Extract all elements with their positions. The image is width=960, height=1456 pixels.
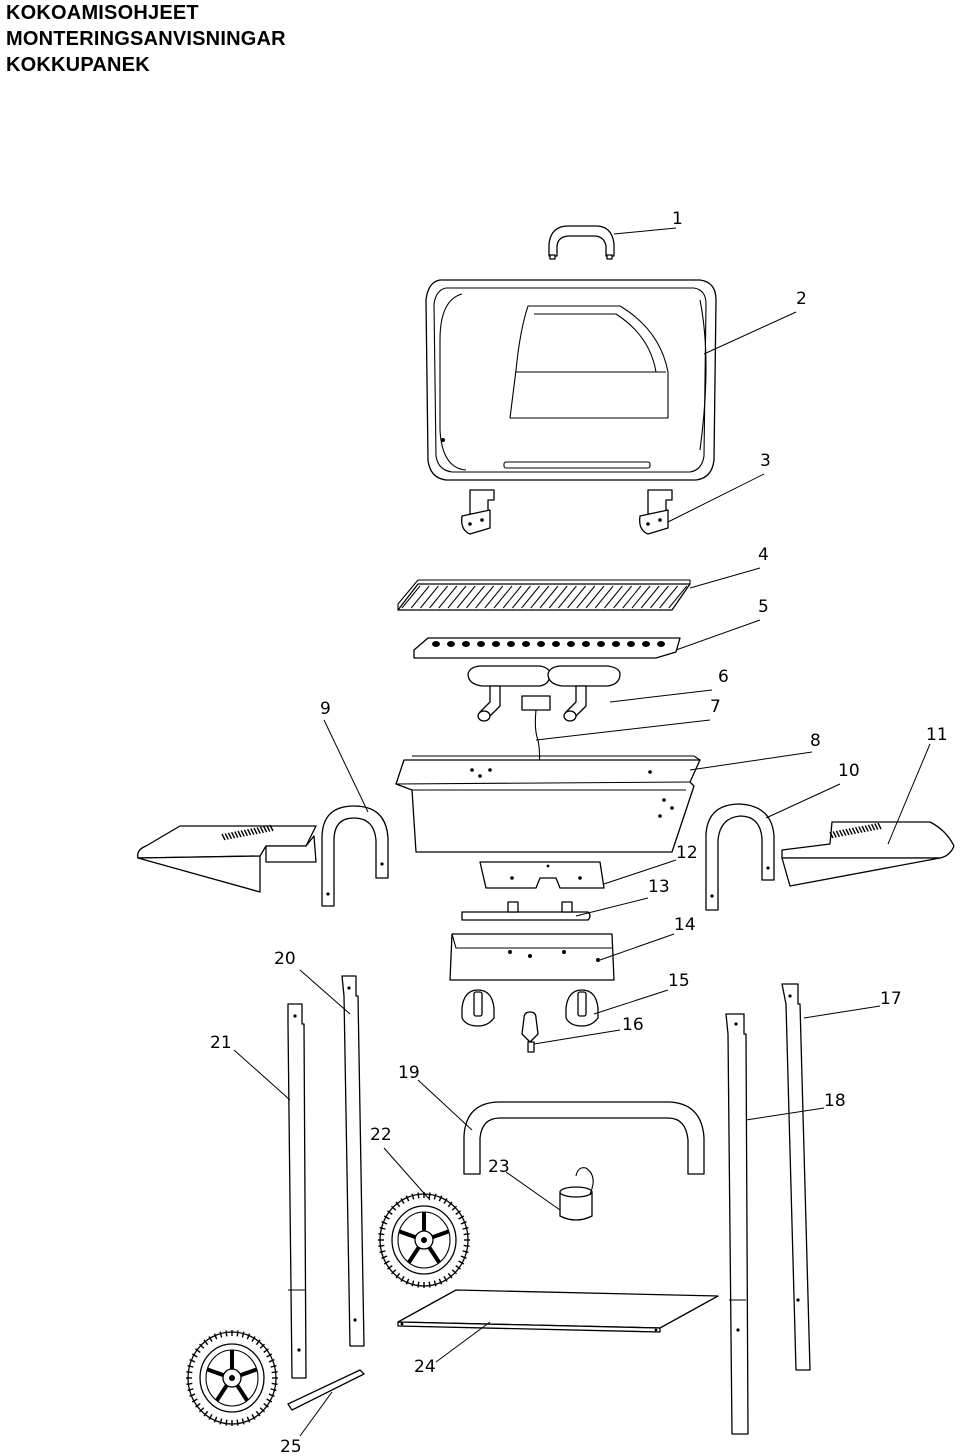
part-10-right-handle <box>705 803 775 911</box>
part-21-left-front-leg <box>287 1003 307 1379</box>
part-24-bottom-shelf <box>397 1289 719 1333</box>
part-5-heat-plate <box>413 637 681 659</box>
assembly-title-block: KOKOAMISOHJEET MONTERINGSANVISNINGAR KOK… <box>6 0 286 78</box>
label-part-23: 23 <box>488 1157 510 1177</box>
part-2-lid <box>425 279 717 481</box>
label-part-20: 20 <box>274 949 296 969</box>
title-swedish: MONTERINGSANVISNINGAR <box>6 28 286 50</box>
label-part-6: 6 <box>718 667 729 687</box>
label-part-22: 22 <box>370 1125 392 1145</box>
title-estonian: KOKKUPANEK <box>6 54 150 76</box>
label-part-8: 8 <box>810 731 821 751</box>
part-9-left-handle <box>321 805 389 907</box>
label-part-13: 13 <box>648 877 670 897</box>
label-part-1: 1 <box>672 209 683 229</box>
label-part-15: 15 <box>668 971 690 991</box>
part-13-gas-manifold <box>461 901 591 921</box>
part-number-labels: 1 2 3 4 5 6 7 8 9 10 11 12 13 14 15 16 1… <box>210 209 948 1456</box>
part-3-hinges <box>461 489 673 535</box>
part-19-crossbar <box>463 1101 705 1175</box>
label-part-12: 12 <box>676 843 698 863</box>
part-16-igniter-button <box>521 1011 539 1053</box>
part-6-burners <box>467 665 621 722</box>
label-part-25: 25 <box>280 1437 302 1456</box>
part-4-cooking-grate <box>397 579 691 611</box>
label-part-21: 21 <box>210 1033 232 1053</box>
label-part-24: 24 <box>414 1357 436 1377</box>
wheel-second <box>186 1330 278 1426</box>
label-part-9: 9 <box>320 699 331 719</box>
part-22-wheel <box>378 1192 470 1288</box>
label-part-19: 19 <box>398 1063 420 1083</box>
part-14-control-panel <box>449 933 615 981</box>
part-12-heat-shield <box>479 861 605 889</box>
label-part-3: 3 <box>760 451 771 471</box>
label-part-7: 7 <box>710 697 721 717</box>
title-finnish: KOKOAMISOHJEET <box>6 2 199 24</box>
part-1-lid-handle <box>548 225 615 260</box>
left-side-shelf <box>137 824 317 893</box>
label-part-11: 11 <box>926 725 948 745</box>
label-part-5: 5 <box>758 597 769 617</box>
label-part-14: 14 <box>674 915 696 935</box>
label-part-2: 2 <box>796 289 807 309</box>
label-part-4: 4 <box>758 545 769 565</box>
label-part-18: 18 <box>824 1091 846 1111</box>
part-20-left-rear-leg <box>341 975 365 1347</box>
part-11-right-shelf <box>781 821 955 887</box>
part-17-right-rear-leg <box>781 983 811 1371</box>
leader-lines <box>233 227 931 1437</box>
label-part-17: 17 <box>880 989 902 1009</box>
part-8-firebox <box>395 755 701 853</box>
part-23-grease-cup <box>559 1167 594 1221</box>
label-part-16: 16 <box>622 1015 644 1035</box>
part-25-axle <box>287 1369 365 1411</box>
part-15-control-knobs <box>461 989 599 1027</box>
part-18-right-front-leg <box>725 1013 749 1435</box>
label-part-10: 10 <box>838 761 860 781</box>
